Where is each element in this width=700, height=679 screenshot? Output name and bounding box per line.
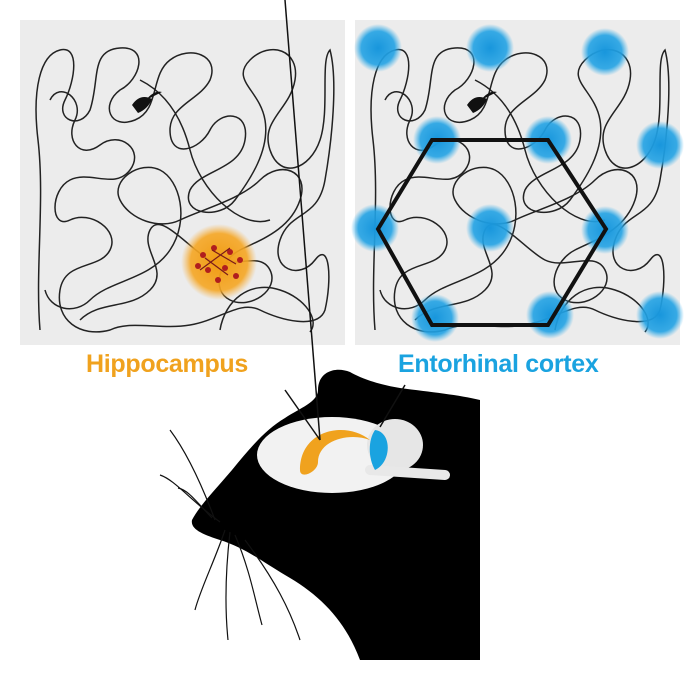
- panel-background: [355, 20, 680, 345]
- grid-hexagon: [375, 138, 609, 327]
- whiskers: [159, 429, 301, 641]
- rat-head-silhouette: [159, 0, 481, 660]
- hippocampus-pointer-line: [284, 389, 321, 441]
- entorhinal-region: [369, 430, 388, 470]
- firing-spikes: [195, 245, 243, 283]
- place-field-orange: [181, 224, 257, 300]
- hippocampus-label: Hippocampus: [86, 350, 248, 378]
- place-cell-panel: [20, 20, 345, 345]
- entorhinal-cortex-label: Entorhinal cortex: [398, 350, 599, 378]
- panel-background: [20, 20, 345, 345]
- brain: [257, 417, 450, 493]
- entorhinal-pointer-line: [379, 384, 406, 428]
- hippocampus-region: [300, 430, 370, 475]
- grid-cell-panel: [351, 20, 684, 345]
- hippocampus-pointer: [284, 0, 321, 441]
